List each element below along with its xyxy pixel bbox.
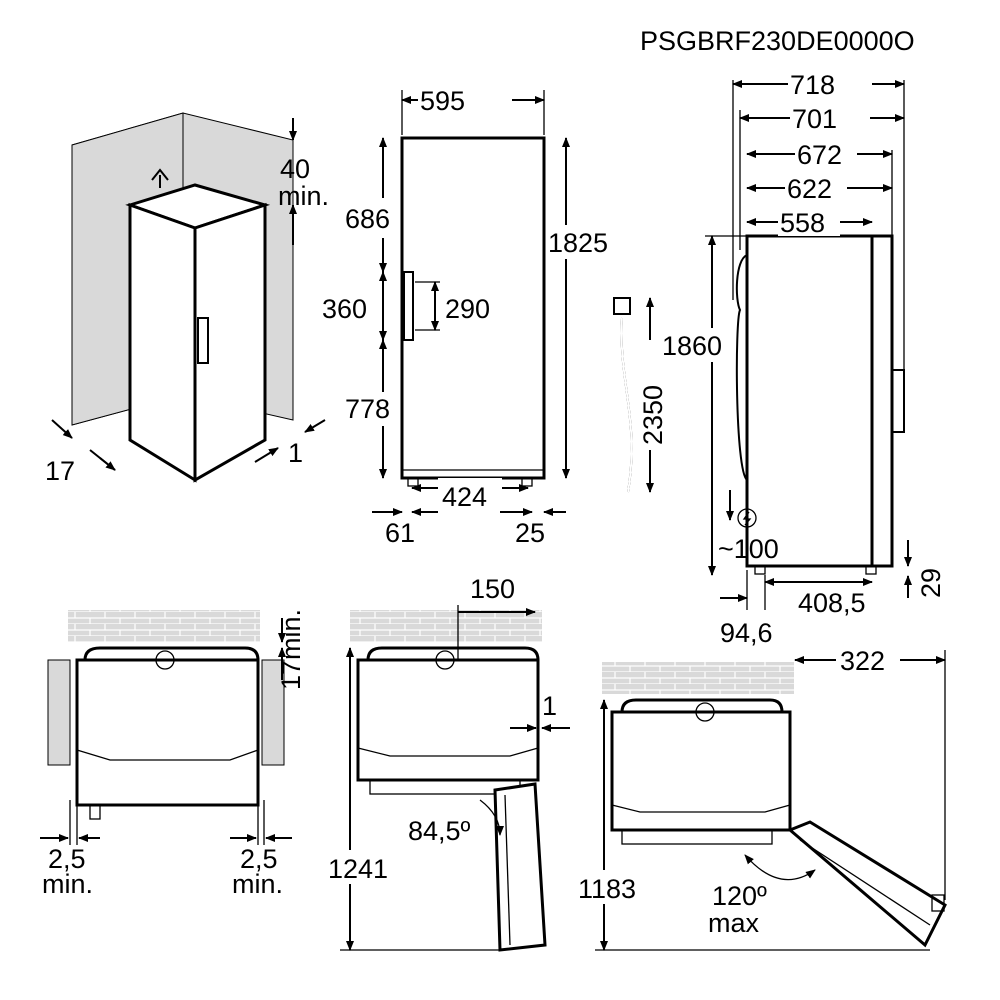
depth-622-label: 622 [787,174,832,204]
handle-label: 290 [445,294,490,324]
left-gap-label: 2,5 [48,844,86,874]
depth-label: 1183 [578,874,636,904]
width-label: 322 [840,646,885,676]
foot-offset-label: 94,6 [720,618,773,648]
feet-span-label: 424 [442,482,487,512]
right-gap-unit: min. [232,869,283,899]
door-angle-unit: max [708,908,760,938]
front-height-label: 1825 [548,228,608,258]
depth-558-label: 558 [780,208,825,238]
depth-672-label: 672 [797,140,842,170]
side-view: 718 701 672 622 558 1860 ~100 29 408,5 9… [662,68,946,648]
cable-length-label: 2350 [638,385,668,445]
left-offset-label: 61 [385,518,415,548]
side-gap-label: 17 [45,456,75,486]
front-width-label: 595 [420,86,465,116]
door-angle-label: 84,5º [408,816,471,846]
arrow-up-icon [151,168,169,188]
plan-view-niche: 17min. 2,5 min. 2,5 min. [40,609,306,899]
electric-symbol-icon [737,508,757,528]
depth-701-label: 701 [792,104,837,134]
right-gap-label: 2,5 [240,844,278,874]
upper-label: 686 [345,204,390,234]
depth-label: 1241 [328,854,388,884]
lower-label: 778 [345,394,390,424]
plug-icon [613,297,631,315]
plan-view-door-90: 150 1 84,5º 1241 [325,574,570,952]
handle-zone-label: 360 [322,294,367,324]
door-angle-label: 120º [712,881,767,911]
top-gap-unit: min. [278,181,329,211]
rear-gap-label: 17min. [276,609,306,690]
foot-height-label: 29 [916,568,946,598]
left-gap-unit: min. [42,869,93,899]
right-gap-label: 1 [288,438,303,468]
plug-height-label: ~100 [718,534,779,564]
right-offset-label: 25 [515,518,545,548]
rear-label: 150 [470,574,515,604]
front-view: 595 686 360 778 290 1825 424 61 25 [320,86,608,548]
plan-view-door-120: 322 120º max 1183 [575,645,947,951]
depth-718-label: 718 [790,70,835,100]
perspective-view: 40 min. 17 1 [45,112,329,486]
model-number: PSGBRF230DE0000O [640,26,915,56]
height-label: 1860 [662,331,722,361]
side-gap-label: 1 [542,691,557,721]
power-cable: 2350 [613,297,668,493]
foot-span-label: 408,5 [798,588,866,618]
top-gap-label: 40 [280,154,310,184]
